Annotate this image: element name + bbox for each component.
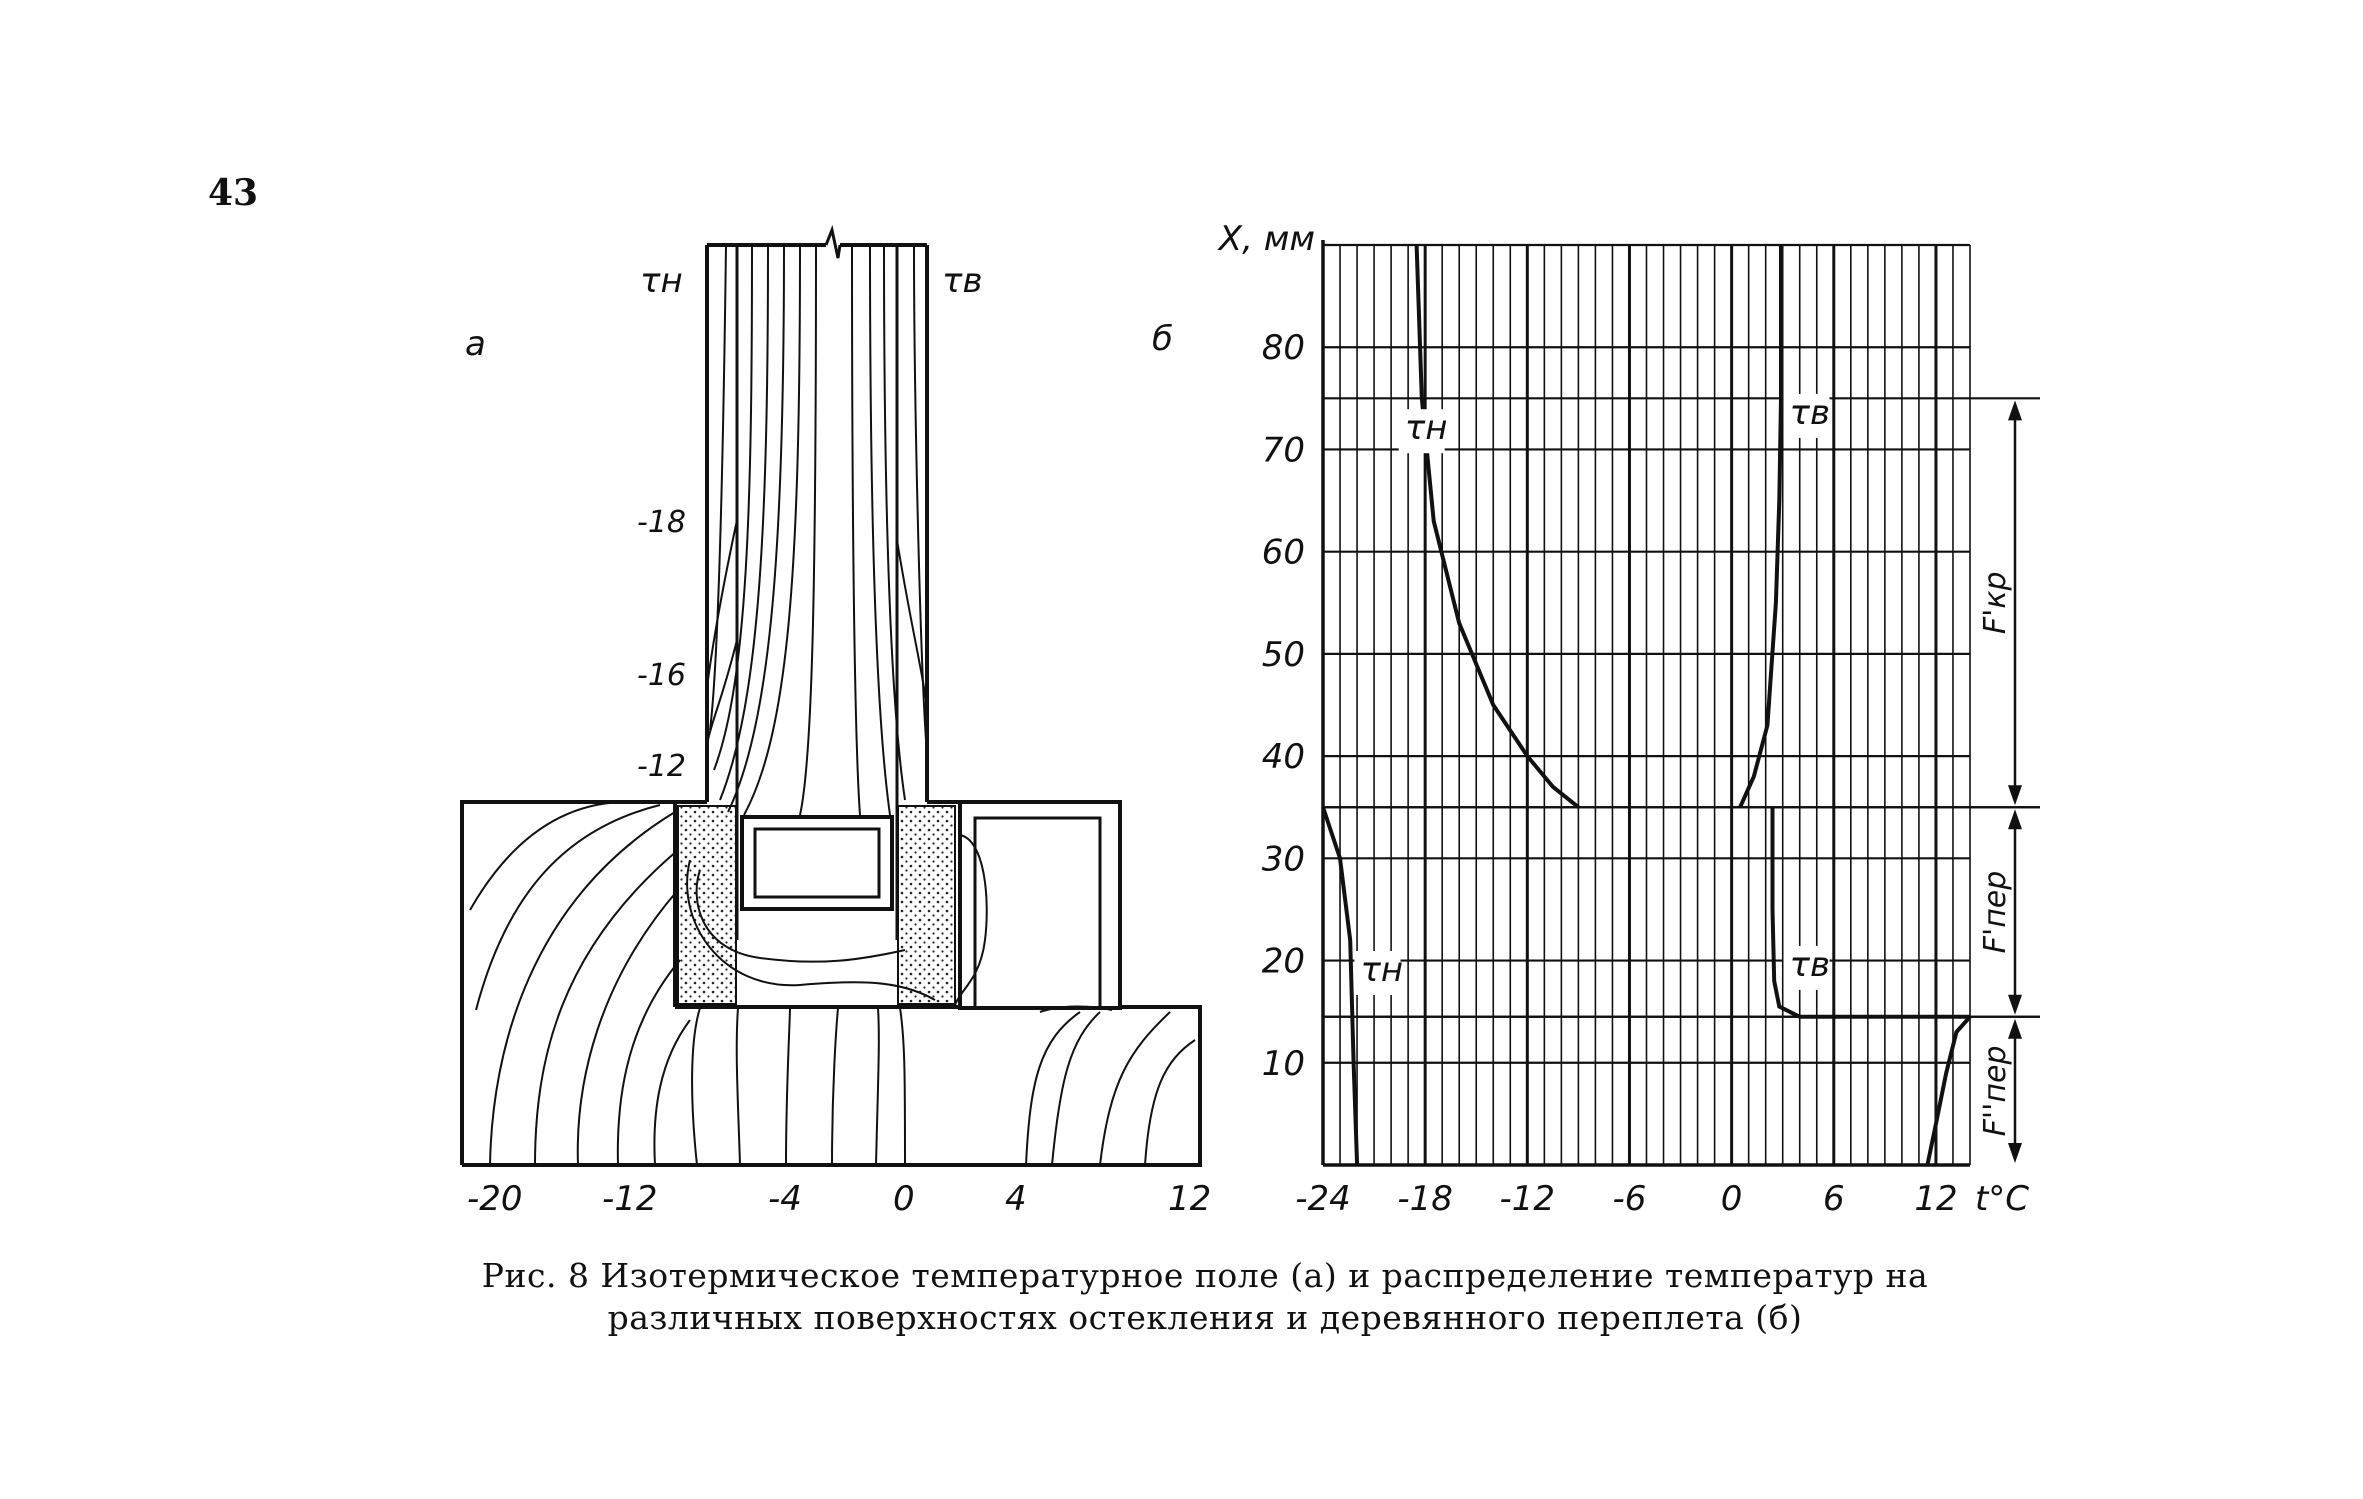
x-tick-label: 4 [1005,1179,1027,1219]
isotherm-label: -12 [637,749,686,784]
y-tick-label: 70 [1262,430,1305,470]
series-line [1925,1015,1972,1166]
y-tick-label: 60 [1262,533,1305,573]
zone-arrow-head [2008,1018,2022,1039]
zone-arrow-head [2008,809,2022,830]
zone-arrow-head [2008,785,2022,806]
x-tick-label: -6 [1613,1179,1647,1219]
y-tick-label: 80 [1262,328,1305,368]
isotherm-label: -16 [637,658,686,693]
x-tick-label: 6 [1823,1179,1845,1219]
zone-arrow-head [2008,1143,2022,1163]
isotherm-lines-column [707,244,927,816]
zone-arrow-head [2008,994,2022,1015]
zone-arrow-head [2008,400,2022,421]
y-tick-label: 40 [1262,737,1305,777]
y-tick-label: 50 [1262,635,1305,675]
x-tick-label: -12 [602,1179,658,1219]
series-label-bg [1783,393,1830,438]
isotherm-labels: -18 -16 -12 [637,505,686,784]
series-label: τн [1360,950,1403,990]
panel-a: а τн τв [460,224,1211,1219]
series-label: τв [1790,393,1831,433]
sealant-fill [677,805,956,1005]
x-tick-label: 12 [1168,1179,1211,1219]
series-label-bg [1783,945,1830,990]
series-line [1414,244,1580,809]
series-line [1738,245,1783,809]
zone-label: F'пер [1978,871,2013,954]
x-tick-label: -18 [1397,1179,1453,1219]
series-label: τн [1405,408,1448,448]
panel-a-label: а [465,324,486,364]
zone-label: F''пер [1978,1045,2013,1136]
zone-label: F'кр [1978,571,2013,634]
isotherm-lines-frame [469,801,1196,1166]
y-tick-label: 20 [1262,942,1305,982]
caption-line: Рис. 8 Изотермическое температурное поле… [481,1256,1929,1295]
x-axis-label: t°C [1975,1179,2029,1219]
series-label-bg [1398,409,1445,454]
y-tick-label: 30 [1262,839,1305,879]
panel-b-label: б [1152,319,1173,359]
x-tick-label: -12 [1500,1179,1556,1219]
tau-v-label: τв [942,261,983,301]
page-number: 43 [208,172,259,214]
caption-line: различных поверхностях остекления и дере… [607,1298,1803,1337]
figure-caption: Рис. 8 Изотермическое температурное поле… [420,1255,1990,1339]
series-line [1770,807,1970,1019]
x-tick-label: 0 [893,1179,915,1219]
series-label: τв [1790,945,1831,985]
x-tick-label: -4 [768,1179,802,1219]
x-tick-label: 12 [1914,1179,1957,1219]
panel-a-x-ticks: -20 -12 -4 0 4 12 [467,1179,1211,1219]
x-tick-label: -24 [1295,1179,1351,1219]
x-tick-label: -20 [467,1179,523,1219]
series-label-bg [1354,951,1401,995]
series-line [1321,806,1360,1166]
chart-grid [1321,240,2040,1167]
tau-n-label: τн [640,261,683,301]
chart-labels: τн τв τн τв -24 -18 -12 -6 0 6 12 10 20 30 40 50 60 70 80 t… [1217,219,2030,1219]
y-tick-label: 10 [1262,1044,1305,1084]
isotherm-label: -18 [637,505,686,540]
x-tick-label: 0 [1721,1179,1743,1219]
y-axis-label: X, мм [1217,219,1315,259]
